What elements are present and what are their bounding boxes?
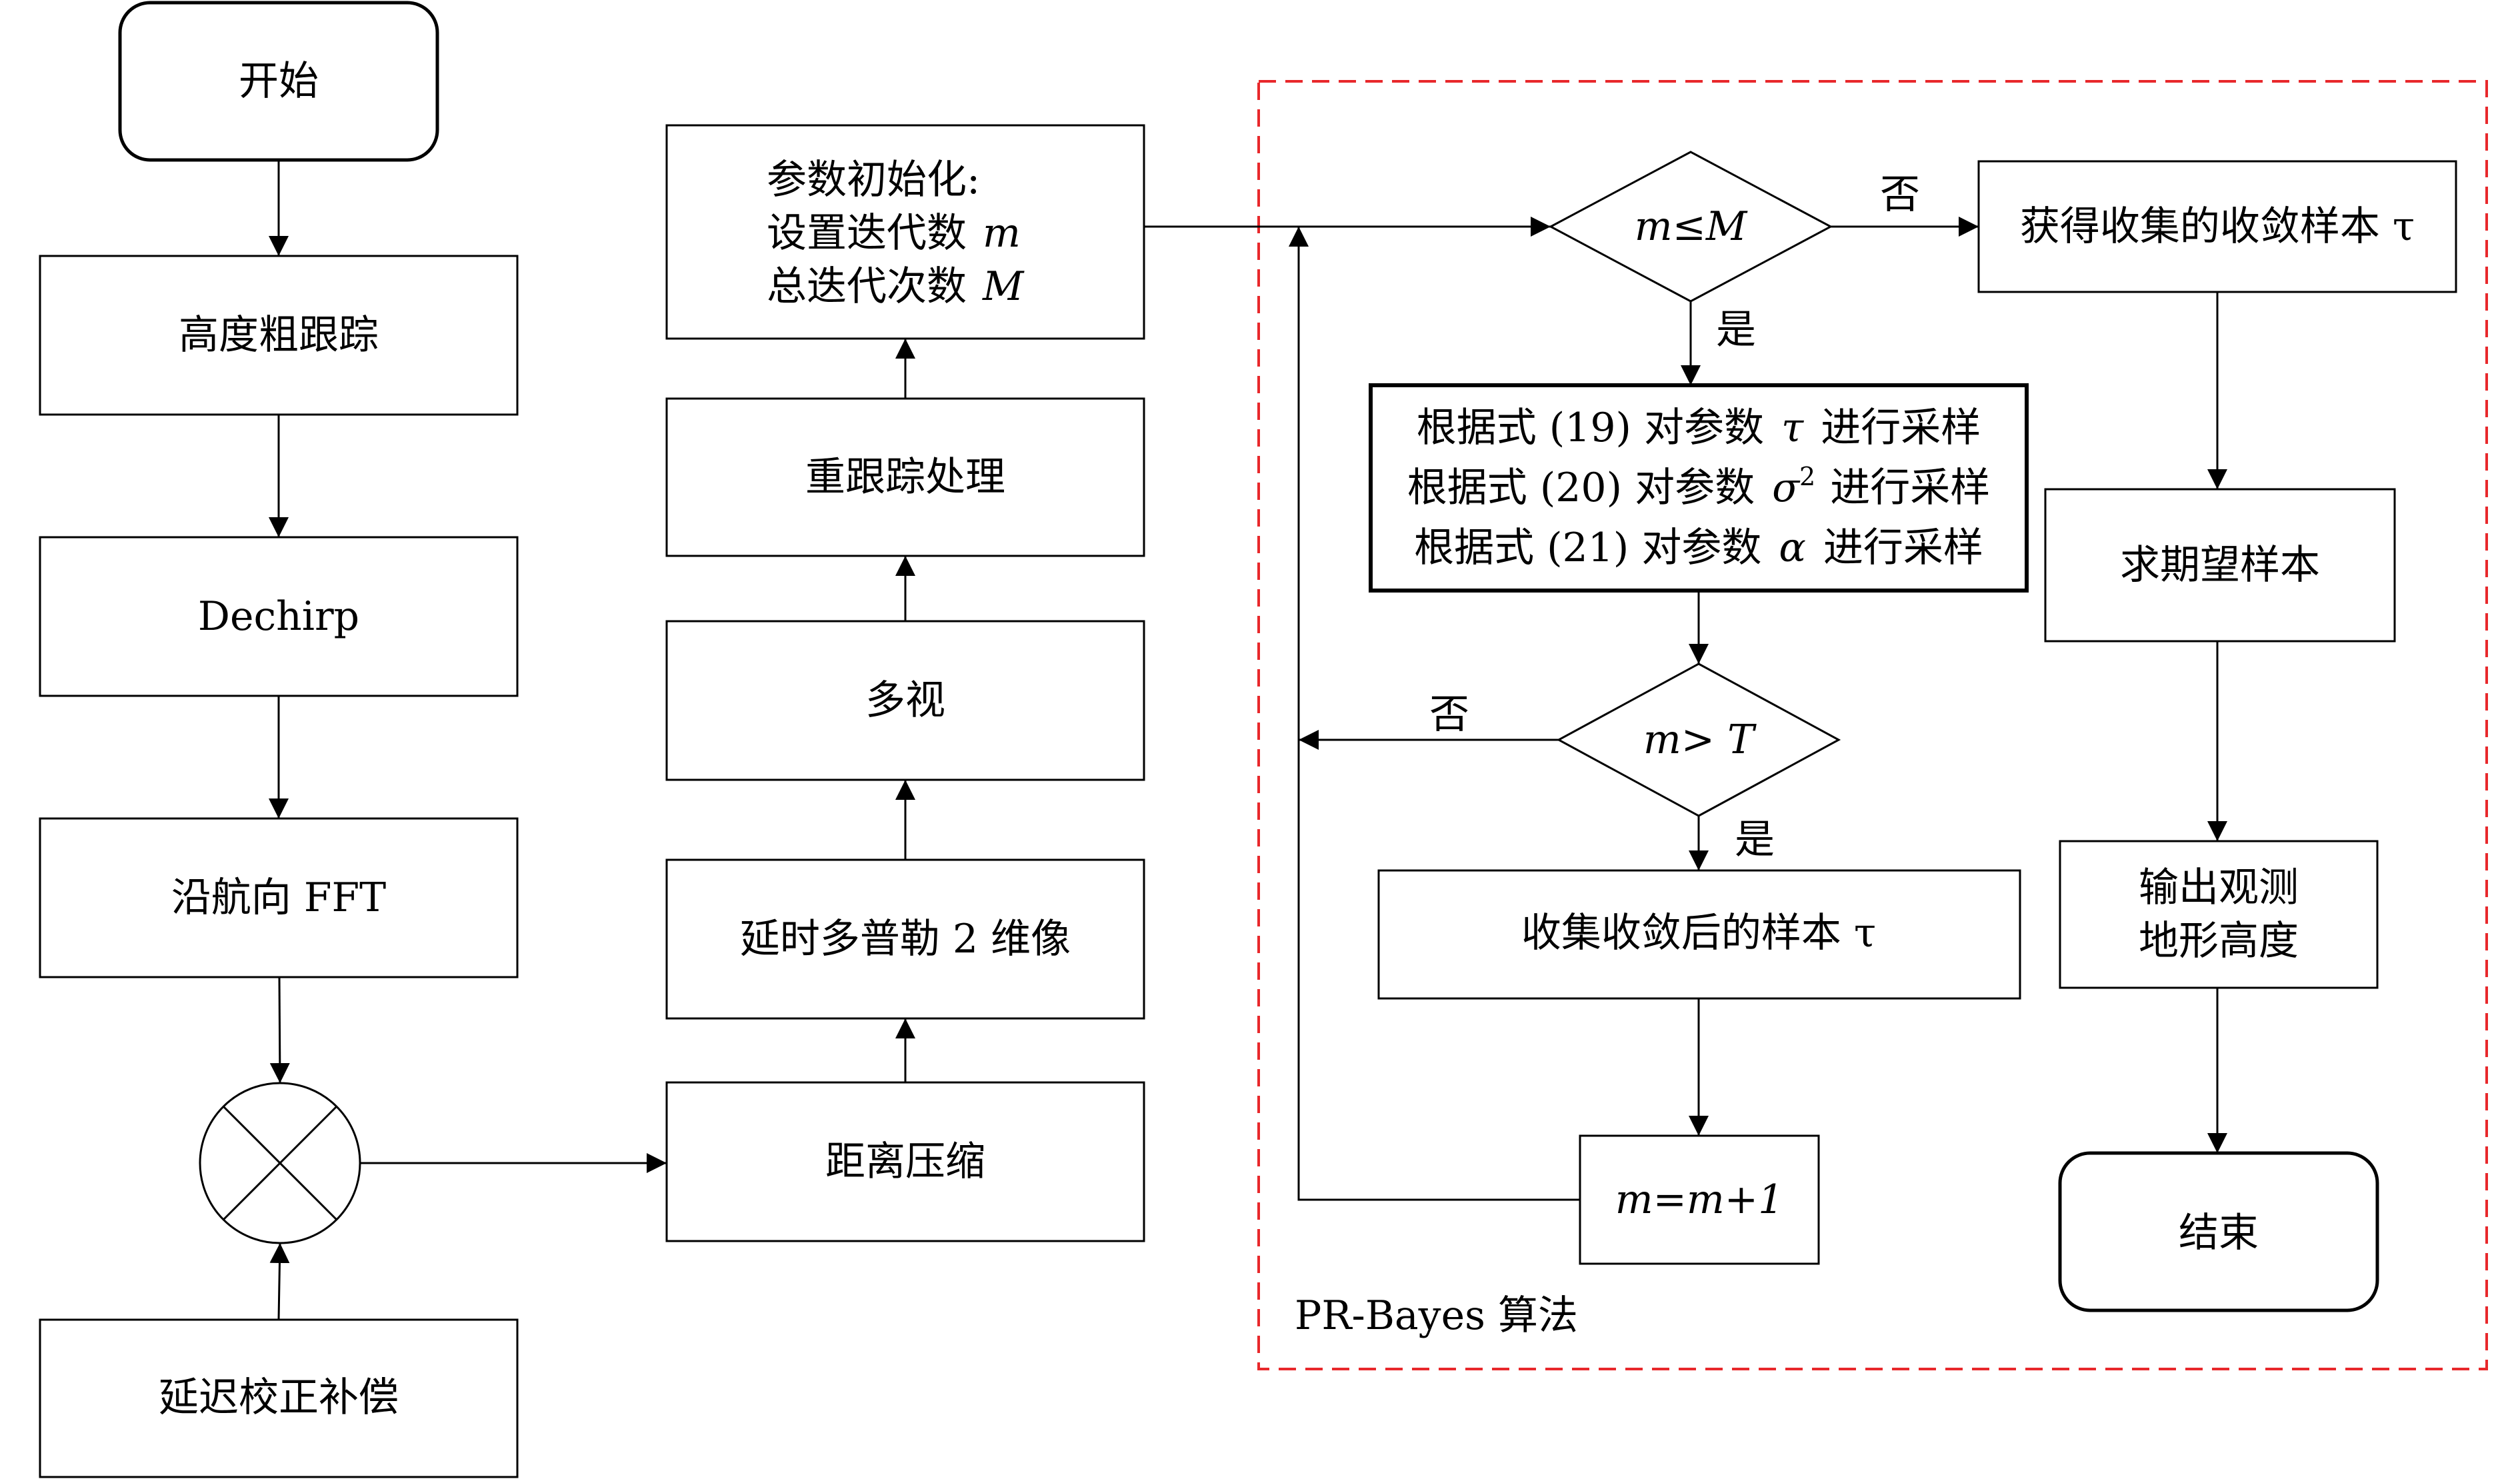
cond2-no-label: 否 (1429, 691, 1469, 738)
end-label: 结束 (2179, 1210, 2259, 1256)
pr-bayes-frame (1257, 80, 2488, 1370)
cond1-yes-label: 是 (1716, 307, 1756, 353)
arrow-fft-to-multiplier (269, 976, 290, 1084)
start-label: 开始 (239, 58, 319, 105)
delay-doppler-box (665, 858, 1145, 1020)
along-track-fft-box (39, 817, 519, 978)
delay-doppler-label: 延时多普勒 2 维像 (740, 916, 1071, 962)
cond2-label: m> T (1643, 717, 1757, 763)
retracking-label: 重跟踪处理 (805, 454, 1005, 501)
output-line2: 地形高度 (2139, 918, 2299, 964)
multilook-label: 多视 (865, 677, 945, 724)
frame-label: PR-Bayes 算法 (1295, 1292, 1578, 1339)
cond1-no-label: 否 (1880, 171, 1920, 218)
multilook-box (665, 620, 1145, 781)
cond2-yes-label: 是 (1735, 816, 1775, 863)
obtain-label: 获得收集的收敛样本 τ (2020, 203, 2415, 250)
increment-label: m=m+1 (1615, 1176, 1784, 1223)
sampling-box (1369, 383, 2029, 593)
init-line1: 参数初始化: (767, 157, 980, 203)
collect-box (1377, 869, 2021, 1000)
coarse-tracking-box (39, 255, 519, 416)
output-line1: 输出观测 (2139, 864, 2299, 911)
collect-label: 收集收敛后的样本 τ (1521, 910, 1876, 956)
arrow-delay-to-multiplier (269, 1242, 290, 1320)
init-box (665, 124, 1145, 340)
end-terminal (2058, 1151, 2379, 1312)
along-track-fft-label: 沿航向 FFT (171, 874, 386, 921)
dechirp-label: Dechirp (198, 593, 359, 640)
expected-box (2044, 488, 2396, 643)
range-compression-box (665, 1081, 1145, 1242)
loop-back-line (1297, 227, 1580, 1201)
cond1-label: m≤M (1635, 203, 1748, 250)
range-compression-label: 距离压缩 (825, 1138, 985, 1185)
coarse-tracking-label: 高度粗跟踪 (179, 312, 379, 359)
multiplier-circle (199, 1082, 361, 1244)
delay-compensation-label: 延迟校正补偿 (159, 1374, 399, 1421)
obtain-box (1977, 160, 2457, 293)
output-box (2059, 840, 2379, 989)
expected-label: 求期望样本 (2120, 542, 2320, 589)
increment-box (1579, 1134, 1820, 1265)
